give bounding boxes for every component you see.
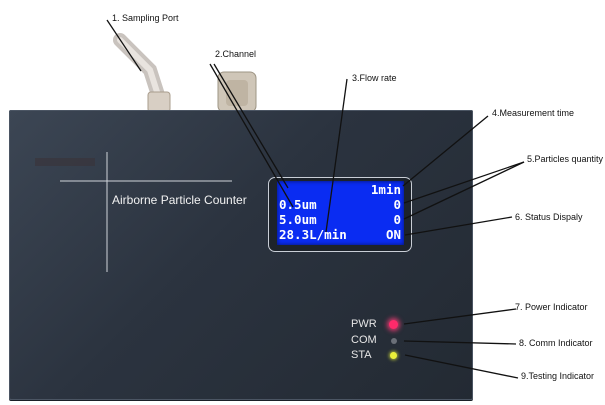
- measurement-time-value: 1min: [370, 182, 401, 197]
- flow-rate-value: 28.3L/min: [279, 227, 347, 242]
- lcd-row-channel-1: 0.5um 0: [279, 197, 401, 213]
- callout-status-display: 6. Status Dispaly: [515, 212, 583, 222]
- callout-channel: 2.Channel: [215, 49, 257, 59]
- lcd-row-channel-2: 5.0um 0: [279, 212, 401, 228]
- pwr-label: PWR: [351, 318, 377, 330]
- device-label: Airborne Particle Counter: [112, 193, 247, 207]
- callout-comm-indicator: 8. Comm Indicator: [519, 338, 593, 348]
- callout-testing-indicator: 9.Testing Indicator: [521, 371, 595, 381]
- sta-label: STA: [351, 349, 372, 361]
- callout-sampling-port: 1. Sampling Port: [112, 13, 179, 23]
- lcd-row-time: 1min: [279, 182, 401, 198]
- channel-knob: [217, 71, 257, 113]
- callout-flow-rate: 3.Flow rate: [352, 73, 397, 83]
- channel-1-count: 0: [393, 197, 401, 212]
- comm-led: [391, 338, 397, 344]
- channel-1-size: 0.5um: [279, 197, 317, 212]
- sampling-port-tube: [113, 33, 171, 119]
- lcd-screen: [277, 181, 404, 245]
- channel-2-count: 0: [393, 212, 401, 227]
- testing-led: [390, 352, 397, 359]
- callout-particles-quantity: 5.Particles quantity: [527, 154, 604, 164]
- callout-measurement-time: 4.Measurement time: [492, 108, 575, 118]
- com-label: COM: [351, 334, 377, 346]
- channel-2-size: 5.0um: [279, 212, 317, 227]
- power-led: [389, 320, 398, 329]
- lcd-row-status: 28.3L/min ON: [279, 227, 401, 243]
- status-value: ON: [385, 227, 401, 242]
- callout-power-indicator: 7. Power Indicator: [515, 302, 588, 312]
